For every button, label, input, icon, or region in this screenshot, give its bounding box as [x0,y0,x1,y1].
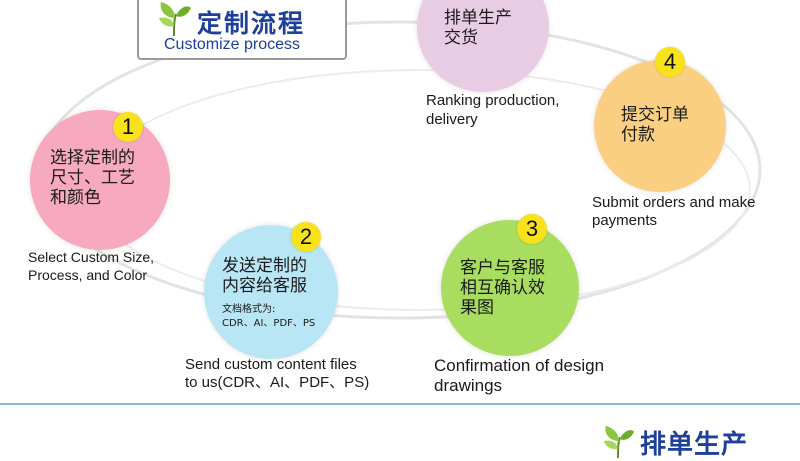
step-3-badge: 3 [517,214,547,244]
step-4-badge: 4 [655,47,685,77]
step-1-caption: Select Custom Size, Process, and Color [28,249,155,283]
header-title: 定制流程 [197,9,306,38]
step-2-caption: Send custom content files to us(CDR、AI、P… [185,356,370,391]
step-1-badge: 1 [113,112,143,142]
header-subtitle: Customize process [164,36,301,53]
step-4-circle [594,60,726,192]
production-caption: Ranking production, delivery [426,92,560,128]
section-divider [0,403,800,405]
step-3-caption: Confirmation of design drawings [434,356,605,395]
footer-title: 排单生产 [640,430,749,460]
step-3-circle [441,220,579,356]
step-2-badge: 2 [291,222,321,252]
step-3-title: 客户与客服 相互确认效 果图 [460,258,545,318]
step-4-title: 提交订单 付款 [621,105,689,145]
step-1-title: 选择定制的 尺寸、工艺 和颜色 [50,148,135,208]
leaf-icon [603,425,635,459]
step-2-note: 文档格式为: CDR、AI、PDF、PS [222,304,316,329]
step-4-caption: Submit orders and make payments [592,194,756,229]
header-box: 定制流程 Customize process [137,0,347,60]
step-1-circle [30,110,170,250]
leaf-icon [159,2,191,37]
production-title: 排单生产 交货 [444,8,512,48]
step-2-title: 发送定制的 内容给客服 [222,256,307,296]
